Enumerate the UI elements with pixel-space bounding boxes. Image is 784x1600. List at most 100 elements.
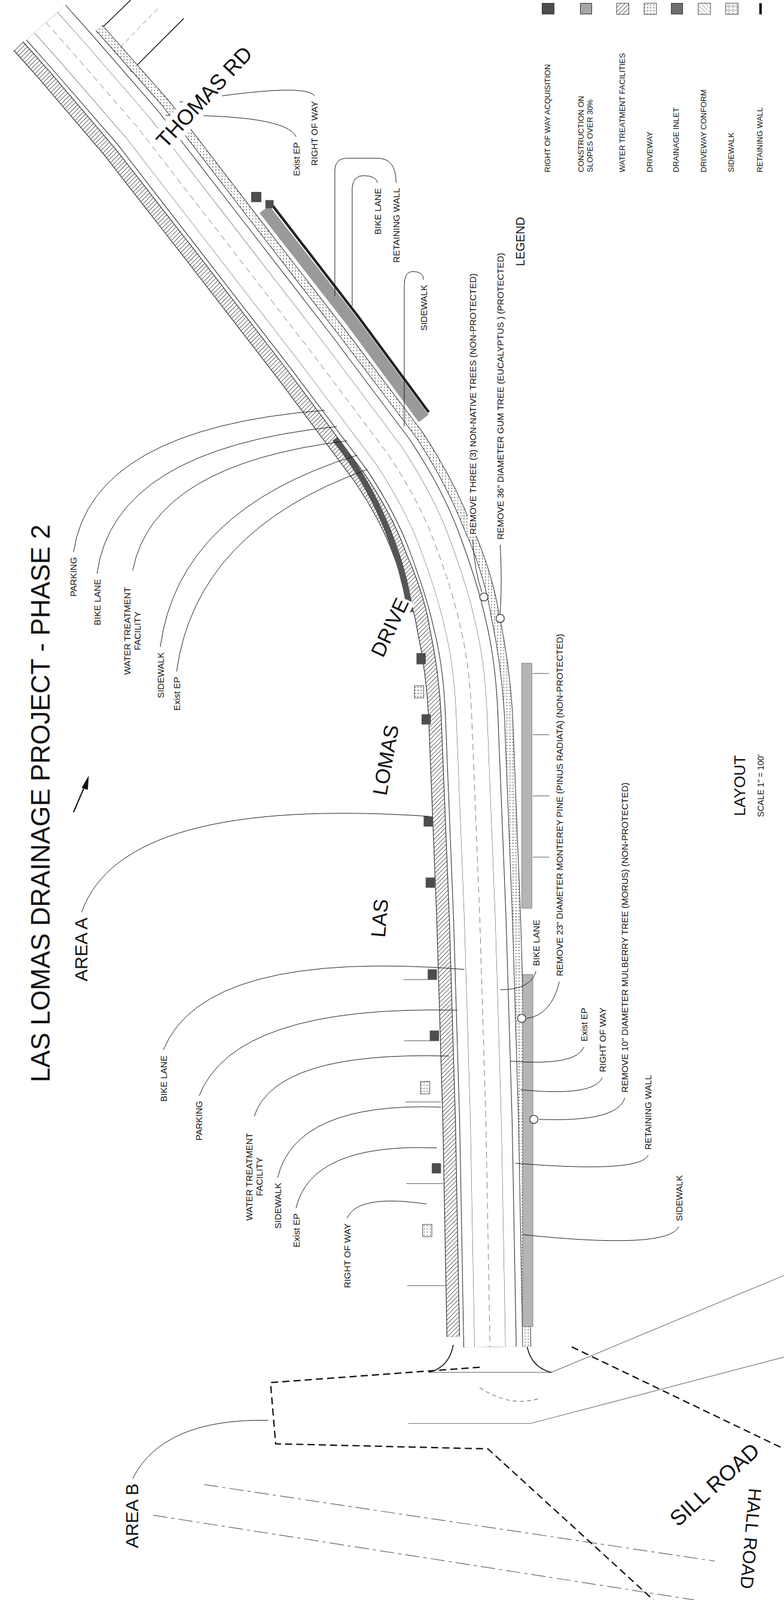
retaining-wall bbox=[271, 204, 429, 413]
callout-label: Exist EP bbox=[578, 1007, 590, 1044]
row-parcel bbox=[429, 1030, 439, 1042]
tree-symbol bbox=[479, 593, 488, 602]
legend-swatch bbox=[580, 2, 593, 15]
callout-label: SIDEWALK bbox=[418, 284, 429, 333]
leader-line bbox=[132, 1420, 269, 1479]
driveway bbox=[414, 685, 424, 698]
callout-label: HALL ROAD bbox=[735, 1487, 765, 1592]
callout-label: WATER TREATMENT FACILITY bbox=[243, 1120, 265, 1234]
callout-label: BIKE LANE bbox=[531, 919, 542, 969]
leader-line bbox=[132, 441, 347, 572]
property-line bbox=[406, 1184, 443, 1185]
property-line bbox=[532, 857, 549, 859]
callout-label: SIDEWALK bbox=[272, 1182, 283, 1231]
leader-line bbox=[96, 426, 337, 575]
leader-line bbox=[472, 540, 482, 593]
west-sidewalk bbox=[18, 46, 454, 1338]
las-lomas-road bbox=[46, 22, 491, 1348]
callout-label: Exist EP bbox=[291, 1212, 302, 1250]
drawing-title: LAS LOMAS DRAINAGE PROJECT - PHASE 2 bbox=[25, 523, 57, 1085]
legend-swatch bbox=[644, 2, 657, 15]
callout-label: BIKE LANE bbox=[158, 1054, 169, 1104]
legend-swatch bbox=[541, 2, 554, 15]
callout-label: SIDEWALK bbox=[155, 651, 166, 700]
driveway bbox=[422, 1225, 432, 1238]
row-parcel bbox=[425, 877, 435, 889]
hall-road bbox=[153, 1485, 715, 1600]
callout-label: REMOVE THREE (3) NON-NATIVE TREES (NON-P… bbox=[467, 272, 478, 536]
callout-label: BIKE LANE bbox=[372, 187, 383, 237]
property-line bbox=[404, 1041, 439, 1042]
row-parcel bbox=[251, 191, 262, 203]
callout-label: LAYOUT bbox=[731, 754, 750, 818]
leader-line bbox=[538, 1098, 625, 1121]
legend-swatch bbox=[725, 2, 738, 15]
legend-text: SIDEWALK bbox=[727, 130, 737, 174]
callout-label: BIKE LANE bbox=[92, 578, 103, 628]
legend-text: DRAINAGE INLET bbox=[672, 106, 682, 174]
legend-swatch bbox=[759, 2, 762, 15]
leader-line bbox=[163, 966, 465, 1051]
road-surface bbox=[46, 22, 491, 1348]
tree-symbol bbox=[529, 1115, 539, 1125]
callout-label: RETAINING WALL bbox=[391, 186, 402, 264]
dashed-boundary bbox=[270, 1368, 654, 1600]
callout-label: DRIVE bbox=[365, 593, 415, 663]
leader-line bbox=[520, 1078, 603, 1093]
leader-line bbox=[526, 981, 560, 1019]
property-line bbox=[405, 1102, 442, 1103]
leader-line bbox=[176, 469, 368, 672]
leader-line bbox=[515, 1155, 649, 1168]
callout-label: RETAINING WALL bbox=[642, 1074, 654, 1152]
legend-text: WATER TREATMENT FACILITIES bbox=[618, 52, 628, 174]
leader-line bbox=[510, 1047, 585, 1064]
callout-label: RIGHT OF WAY bbox=[309, 99, 320, 167]
area-b-boundary bbox=[270, 1347, 784, 1600]
leader-line bbox=[277, 1107, 441, 1179]
callout-label: REMOVE 10" DIAMETER MULBERRY TREE (MORUS… bbox=[619, 781, 630, 1095]
road-surface bbox=[46, 22, 491, 1348]
road-edge bbox=[46, 22, 491, 1348]
callout-label: Exist EP bbox=[291, 141, 302, 178]
north-arrow bbox=[73, 776, 90, 813]
legend-text: DRIVEWAY bbox=[645, 130, 655, 174]
legend-pattern-swatches bbox=[616, 2, 761, 15]
slope-band bbox=[521, 663, 532, 909]
callout-label: PARKING bbox=[193, 1100, 204, 1143]
driveway bbox=[420, 1082, 430, 1095]
callout-label: REMOVE 23" DIAMETER MONTEREY PINE (PINUS… bbox=[554, 632, 565, 978]
water-treatment-strip bbox=[18, 46, 454, 1338]
property-line bbox=[532, 734, 549, 736]
leader-line bbox=[346, 1201, 427, 1219]
east-sidewalk bbox=[99, 27, 527, 1348]
road-centerline bbox=[46, 22, 491, 1348]
leader-line bbox=[522, 1227, 679, 1242]
callout-label: WATER TREATMENT FACILITY bbox=[121, 574, 143, 688]
road-line bbox=[203, 1485, 715, 1563]
sidewalk-outline bbox=[99, 27, 527, 1348]
curb-return bbox=[428, 1345, 454, 1374]
leader-line bbox=[499, 971, 536, 991]
row-parcel bbox=[427, 969, 437, 981]
tree-symbol bbox=[517, 1014, 526, 1024]
callout-label: LEGEND bbox=[513, 215, 528, 268]
row-parcel bbox=[265, 200, 274, 209]
property-line bbox=[403, 979, 437, 981]
road-edge bbox=[479, 1388, 541, 1403]
slope-bands-lower bbox=[521, 663, 533, 1328]
callout-label: LAS bbox=[366, 897, 394, 940]
road-edge bbox=[130, 18, 185, 72]
road-edge bbox=[408, 1358, 784, 1425]
driveways bbox=[414, 685, 432, 1238]
legend-text: RETAINING WALL bbox=[755, 106, 765, 174]
leader-line bbox=[73, 410, 325, 552]
legend-swatch bbox=[698, 2, 711, 15]
legend-text: CONSTRUCTION ON SLOPES OVER 30% bbox=[577, 81, 596, 174]
property-line bbox=[532, 795, 549, 797]
callout-label: REMOVE 36" DIAMETER GUM TREE (EUCALYPTUS… bbox=[495, 251, 506, 542]
row-parcel bbox=[423, 816, 433, 828]
north-arrow-head bbox=[81, 776, 90, 791]
legend-text: RIGHT OF WAY ACQUISITION bbox=[543, 62, 553, 174]
property-line bbox=[407, 1286, 445, 1287]
